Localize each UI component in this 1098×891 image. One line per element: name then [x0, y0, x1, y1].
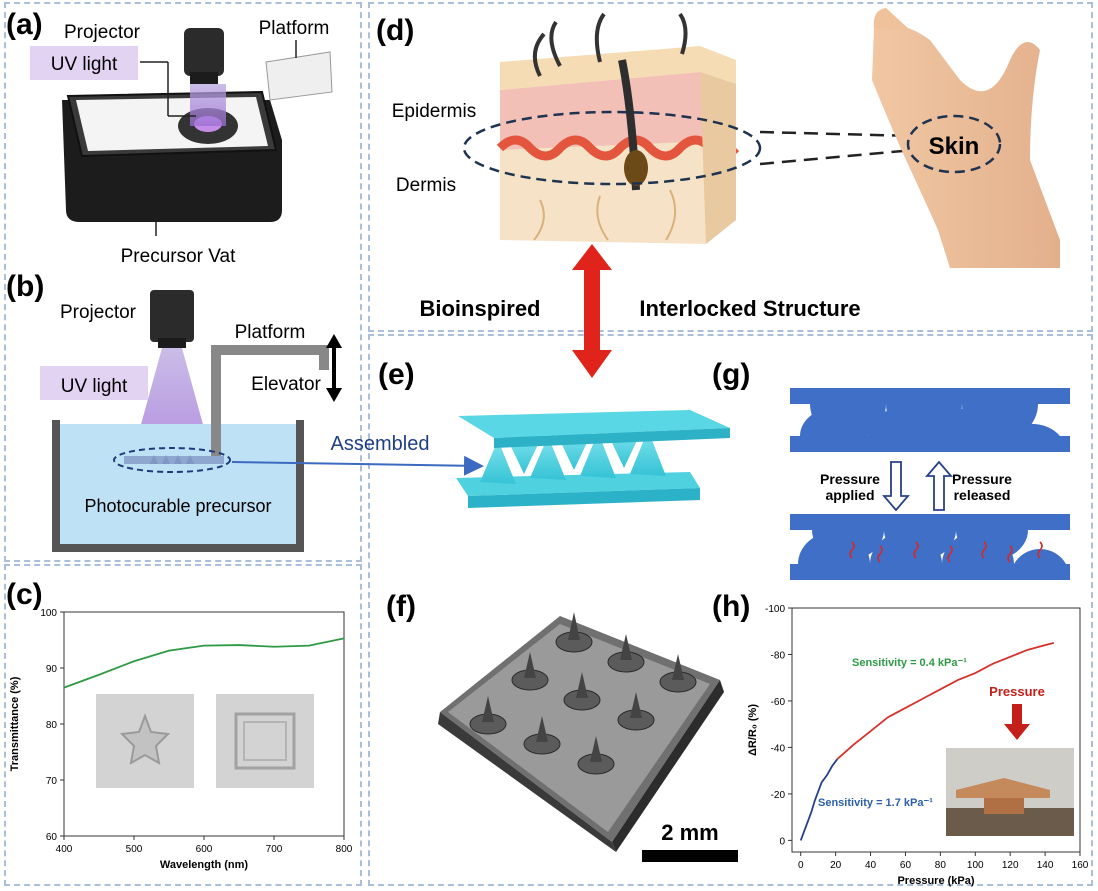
printer-illustration [62, 28, 333, 236]
pressure-released-line2: released [954, 487, 1011, 503]
skin-label: Skin [929, 133, 980, 160]
interlocked-label: Interlocked Structure [639, 296, 860, 321]
platform-label-b: Platform [235, 322, 306, 343]
bioinspired-label: Bioinspired [419, 296, 540, 321]
y-tick-label-2: -40 [771, 743, 786, 754]
scale-bar [642, 850, 738, 862]
dermis-label: Dermis [396, 175, 456, 196]
vat-schematic [40, 290, 342, 552]
series-line-1 [836, 641, 1055, 760]
y-tick-label-3: 90 [46, 664, 58, 675]
assembled-label: Assembled [331, 433, 430, 455]
y-tick-label-4: -80 [771, 650, 786, 661]
x-tick-label-3: 60 [900, 860, 912, 871]
sensitivity-annotation-0: Sensitivity = 0.4 kPa⁻¹ [852, 657, 967, 669]
x-tick-label-3: 700 [266, 844, 283, 855]
projector-label-b: Projector [60, 302, 137, 323]
down-arrow-red [1004, 704, 1030, 740]
panel-a-label: (a) [6, 8, 43, 41]
interlock-schematic [790, 388, 1070, 580]
hand-illustration [872, 8, 1060, 268]
x-axis-label: Wavelength (nm) [160, 859, 249, 871]
assembled-arrow [231, 455, 484, 476]
y-axis-label: ΔR/R₀ (%) [747, 704, 759, 756]
x-tick-label-1: 500 [126, 844, 143, 855]
interlocked-sensor-3d [456, 410, 730, 508]
sensor-photo-inset [946, 748, 1074, 836]
panel-c-frame [4, 564, 362, 886]
pressure-applied-line1: Pressure [820, 471, 880, 487]
y-axis-label: Transmittance (%) [9, 676, 21, 771]
printed-samples [96, 694, 314, 788]
panel-a-b-frame [4, 2, 362, 562]
skin-cross-section [496, 12, 740, 244]
sensitivity-chart: 0 20 40 60 80 100 120 140 160 0 -20 -40 -60 -80 -100Pr… [747, 604, 1089, 887]
x-tick-label-2: 600 [196, 844, 213, 855]
sensitivity-annotation-1: Sensitivity = 1.7 kPa⁻¹ [818, 797, 933, 809]
panel-d-label: (d) [376, 14, 414, 47]
y-tick-label-5: -100 [765, 604, 785, 615]
x-tick-label-4: 80 [935, 860, 947, 871]
x-tick-label-0: 400 [56, 844, 73, 855]
x-tick-label-8: 160 [1072, 860, 1089, 871]
red-double-arrow [572, 244, 612, 378]
panel-g-label: (g) [712, 358, 750, 391]
y-tick-label-0: 0 [779, 836, 785, 847]
scale-bar-label: 2 mm [661, 820, 718, 845]
platform-label-a: Platform [259, 18, 330, 39]
pressure-tag: Pressure [989, 684, 1045, 699]
pressure-released-line1: Pressure [952, 471, 1012, 487]
precursor-label: Photocurable precursor [84, 496, 271, 516]
uv-light-label-b: UV light [61, 376, 128, 397]
x-tick-label-2: 40 [865, 860, 877, 871]
series-line-0 [63, 637, 345, 689]
zoom-line-bottom [759, 148, 915, 166]
uv-light-tag-a [30, 46, 138, 80]
y-tick-label-1: -20 [771, 790, 786, 801]
epidermis-label: Epidermis [392, 101, 476, 122]
pyramid-array-micrograph [438, 612, 724, 852]
x-axis-label: Pressure (kPa) [897, 875, 974, 887]
panel-b-label: (b) [6, 270, 44, 303]
panel-d-frame [368, 2, 1093, 332]
elevator-label: Elevator [251, 374, 321, 395]
y-tick-label-0: 60 [46, 832, 58, 843]
x-tick-label-1: 20 [830, 860, 842, 871]
uv-light-label-a: UV light [51, 54, 118, 75]
zoom-line-top [759, 130, 915, 138]
panel-c-label: (c) [6, 578, 43, 611]
skin-wrist-ellipse [906, 114, 1002, 174]
y-tick-label-1: 70 [46, 776, 58, 787]
panel-e-label: (e) [378, 358, 415, 391]
panel-f-label: (f) [386, 590, 416, 623]
skin-zoom-ellipse [462, 110, 762, 186]
y-tick-label-4: 100 [40, 608, 57, 619]
y-tick-label-2: 80 [46, 720, 58, 731]
projector-label-a: Projector [64, 22, 141, 43]
chart-frame [791, 607, 1081, 853]
x-tick-label-0: 0 [798, 860, 804, 871]
vat-label: Precursor Vat [121, 246, 236, 267]
series-line-0 [799, 758, 839, 841]
panel-efgh-frame [368, 334, 1093, 886]
panel-h-label: (h) [712, 590, 750, 623]
x-tick-label-7: 140 [1037, 860, 1054, 871]
y-tick-label-3: -60 [771, 697, 786, 708]
x-tick-label-4: 800 [336, 844, 353, 855]
x-tick-label-6: 120 [1002, 860, 1019, 871]
pressure-applied-line2: applied [825, 487, 874, 503]
x-tick-label-5: 100 [967, 860, 984, 871]
